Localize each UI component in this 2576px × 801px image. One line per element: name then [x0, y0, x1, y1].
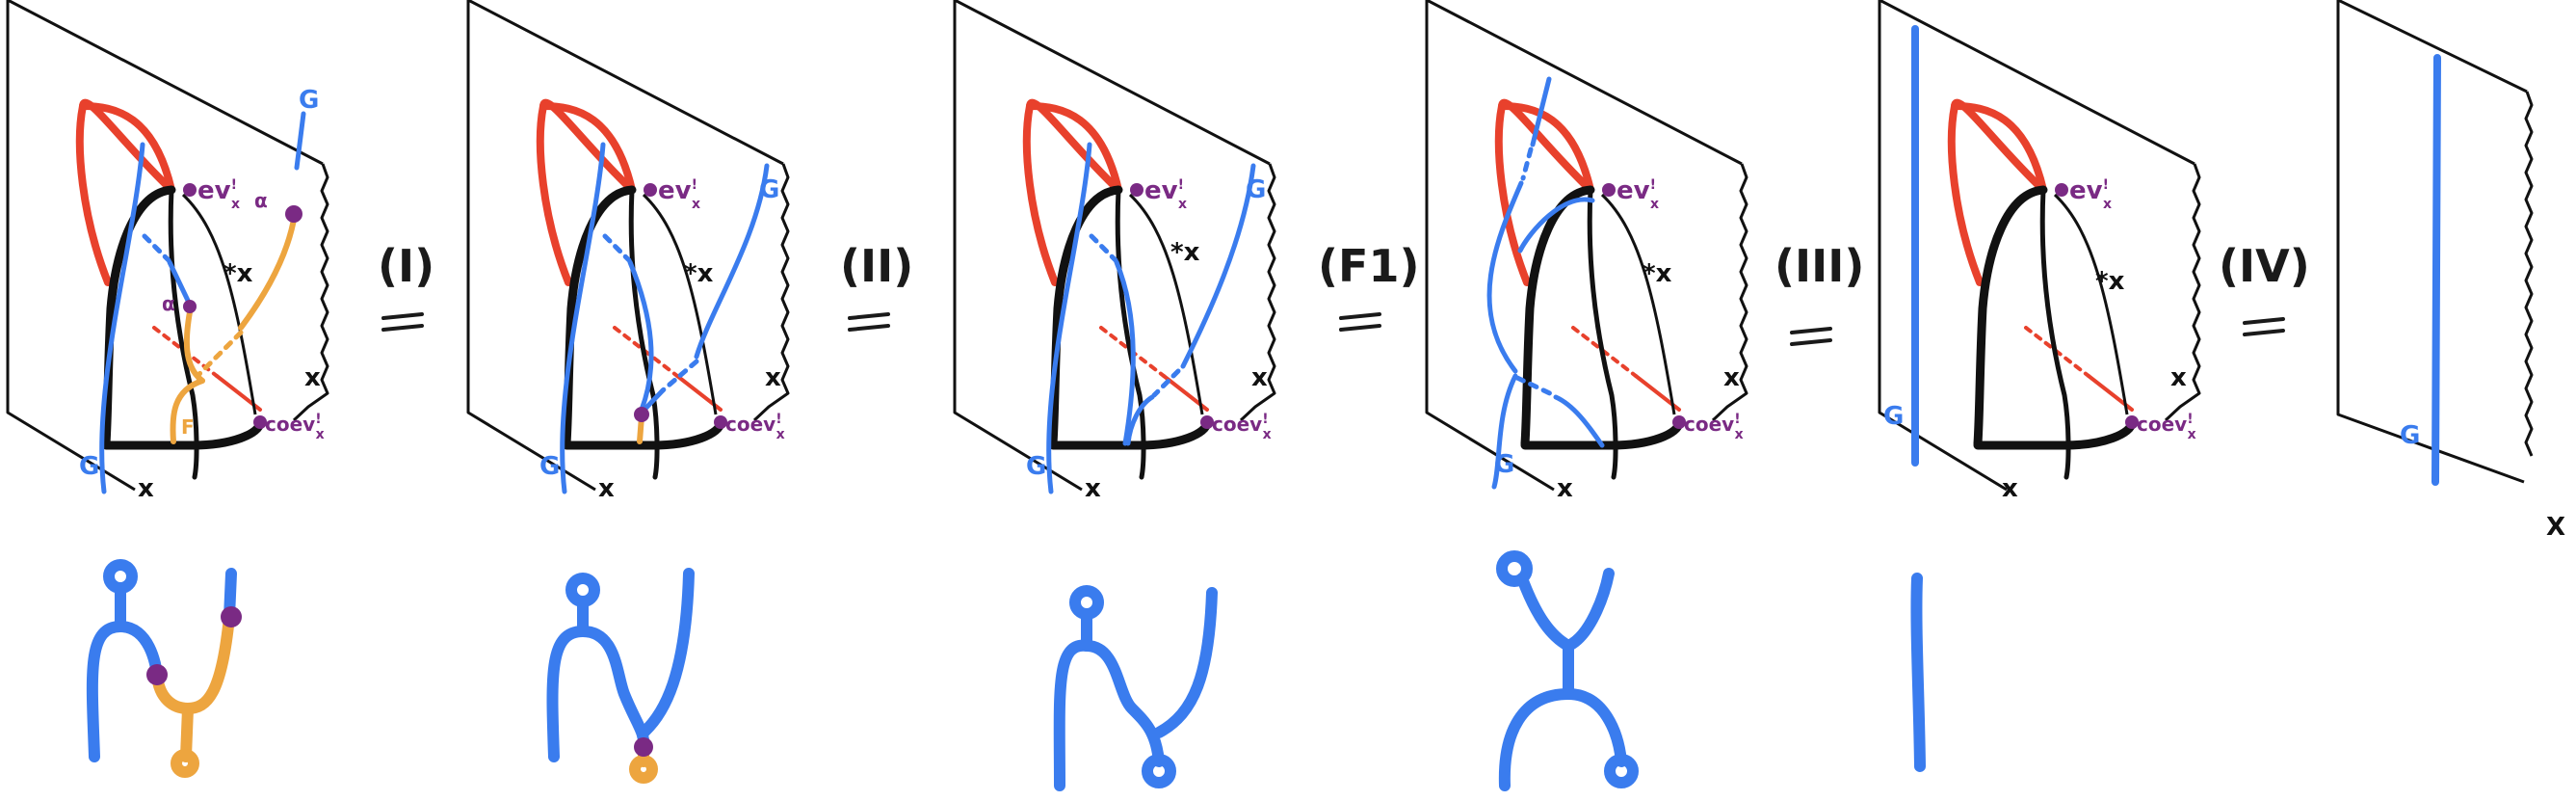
g-strand-straight	[2431, 54, 2441, 486]
g-label-top: G	[759, 175, 779, 204]
equality-2: (II)	[840, 240, 913, 332]
x-label-right: x	[2170, 363, 2187, 392]
alpha-label-top: α	[254, 189, 268, 212]
equality-4: (III)	[1774, 240, 1864, 346]
panel-2: G G ev!x coev!x *x x x	[466, 0, 790, 503]
g-label: G	[2400, 421, 2420, 450]
ev-label: ev!x	[658, 176, 700, 212]
equality-1: (I)	[378, 240, 434, 332]
star-x-label: *x	[223, 259, 253, 288]
coev-label: coev!x	[1212, 412, 1272, 442]
g-strand-left	[99, 142, 145, 494]
coev-label: coev!x	[265, 412, 325, 442]
string-diagram-2	[546, 568, 695, 784]
panel-6: G X	[2336, 0, 2565, 542]
svg-text:(F1): (F1)	[1318, 240, 1419, 292]
x-label: X	[2546, 513, 2565, 542]
equality-3: (F1)	[1318, 240, 1419, 332]
ev-label: ev!x	[1144, 176, 1187, 212]
ev-label: ev!x	[197, 176, 240, 212]
g-label-top: G	[1246, 175, 1266, 204]
x-label-right: x	[1251, 363, 1268, 392]
f-label: F	[181, 415, 195, 439]
svg-text:(I): (I)	[378, 240, 434, 292]
string-diagram-3	[1053, 585, 1218, 791]
g-label-bottom: G	[1026, 452, 1046, 481]
string-diagram-4	[1496, 550, 1639, 791]
star-x-label: *x	[684, 259, 714, 288]
x-label-bottom: x	[1085, 474, 1101, 503]
x-label-right: x	[304, 363, 321, 392]
string-diagram-1	[86, 559, 242, 778]
equality-5: (IV)	[2219, 240, 2310, 336]
g-label-top: G	[299, 86, 319, 115]
panel-3: G G ev!x coev!x *x x x	[953, 0, 1276, 503]
star-x-label: *x	[2095, 267, 2125, 296]
g-label-bottom: G	[539, 452, 560, 481]
x-label-bottom: x	[1557, 474, 1573, 503]
ev-label: ev!x	[2069, 176, 2112, 212]
panel-4: G ev!x coev!x *x x x	[1425, 0, 1748, 503]
panel-1: α α F G G ev!x coev!x *x x x	[6, 0, 329, 503]
x-label-bottom: x	[2002, 474, 2018, 503]
x-label-right: x	[1723, 363, 1740, 392]
g-label-left: G	[1883, 402, 1904, 431]
star-x-label: *x	[1170, 238, 1200, 267]
g-label-bottom: G	[1494, 450, 1514, 479]
ev-label: ev!x	[1617, 176, 1659, 212]
x-label-bottom: x	[138, 474, 154, 503]
svg-text:(II): (II)	[840, 240, 913, 292]
coev-label: coev!x	[1684, 412, 1744, 442]
x-label-right: x	[765, 363, 781, 392]
panel-5: G ev!x coev!x *x x x	[1878, 0, 2201, 503]
x-label-bottom: x	[598, 474, 615, 503]
alpha-label-mid: α	[162, 292, 175, 315]
coev-label: coev!x	[2137, 412, 2196, 442]
coev-label: coev!x	[725, 412, 785, 442]
svg-text:(IV): (IV)	[2219, 240, 2310, 292]
g-label-bottom: G	[79, 452, 99, 481]
svg-text:(III): (III)	[1774, 240, 1864, 292]
star-x-label: *x	[1643, 259, 1672, 288]
string-diagram-5	[1910, 573, 1926, 772]
